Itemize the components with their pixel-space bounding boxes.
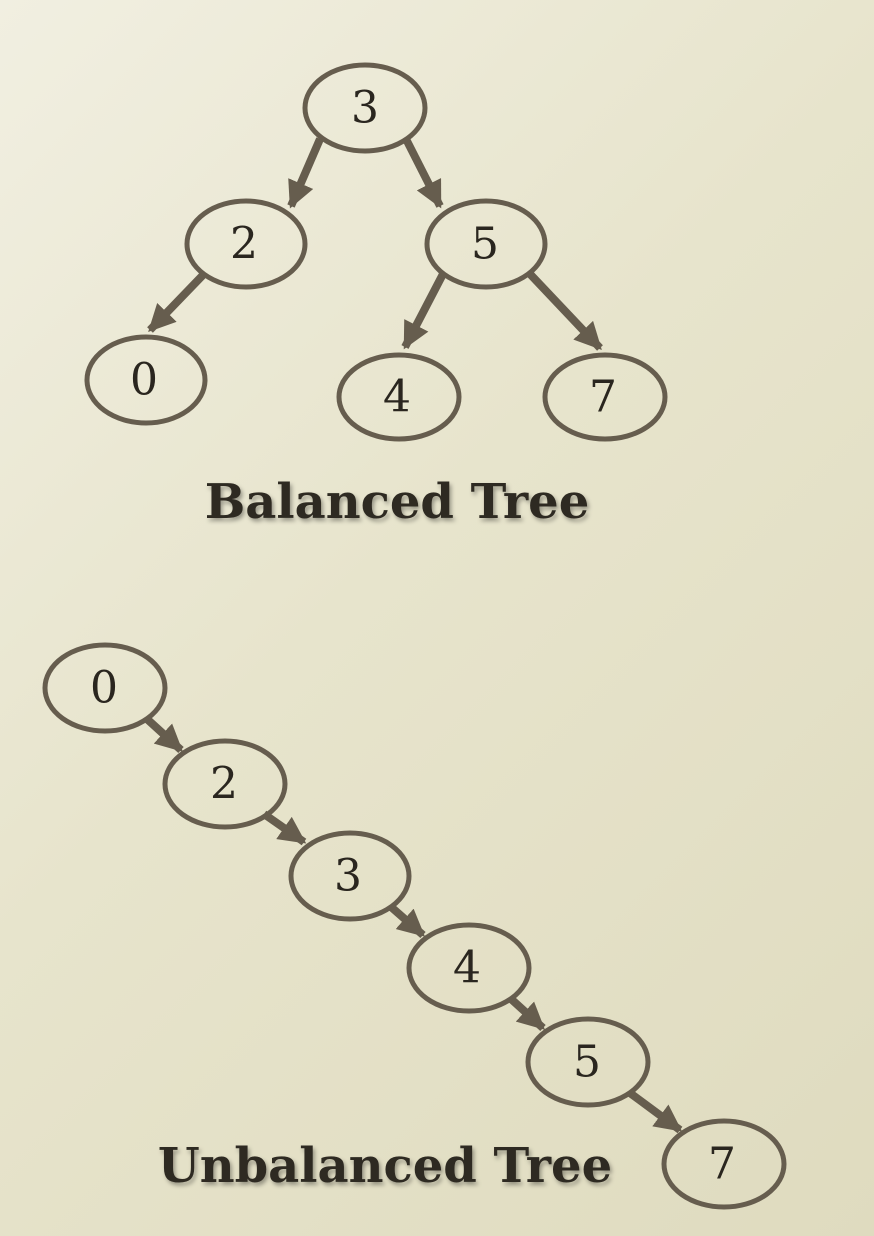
balanced-tree-title: Balanced Tree	[205, 474, 590, 530]
unbalanced-node-4: 4	[406, 922, 532, 1014]
balanced-node-root: 3	[302, 62, 428, 154]
edge-5-to-7	[627, 1089, 683, 1134]
unbalanced-node-1: 0	[42, 642, 168, 734]
node-label: 3	[351, 83, 379, 134]
unbalanced-node-2: 2	[162, 738, 288, 830]
node-label: 5	[573, 1037, 601, 1088]
node-label: 7	[708, 1139, 736, 1190]
edge-4-to-5	[507, 995, 546, 1031]
edge-2-to-0	[147, 272, 206, 333]
edge-0-to-2	[144, 716, 184, 753]
balanced-node-right-left: 4	[336, 352, 462, 442]
balanced-node-left-left: 0	[84, 334, 208, 426]
edge-3-to-2	[287, 137, 324, 209]
unbalanced-node-3: 3	[288, 830, 412, 922]
balanced-node-right-right: 7	[542, 352, 668, 442]
node-label: 0	[130, 355, 158, 406]
balanced-node-right: 5	[424, 198, 548, 290]
unbalanced-tree: 0 2 3 4 5 7 Unbalanced Tree	[42, 642, 787, 1210]
node-label: 2	[210, 759, 238, 810]
node-label: 7	[589, 372, 617, 423]
edge-3-to-5	[402, 137, 444, 209]
balanced-node-left: 2	[184, 198, 308, 290]
node-label: 3	[334, 851, 362, 902]
node-label: 4	[453, 943, 481, 994]
node-label: 4	[383, 372, 411, 423]
edge-3-to-4	[387, 902, 426, 939]
node-label: 0	[90, 663, 118, 714]
edge-5-to-7	[527, 271, 603, 351]
edge-5-to-4	[401, 272, 447, 350]
edge-2-to-3	[261, 810, 307, 846]
node-label: 5	[471, 219, 499, 270]
unbalanced-node-5: 5	[525, 1016, 651, 1108]
node-label: 2	[230, 219, 258, 270]
unbalanced-node-6: 7	[661, 1118, 787, 1210]
balanced-tree: 3 2 5 0 4 7 Balanced Tree	[84, 62, 668, 530]
unbalanced-tree-title: Unbalanced Tree	[158, 1138, 612, 1194]
